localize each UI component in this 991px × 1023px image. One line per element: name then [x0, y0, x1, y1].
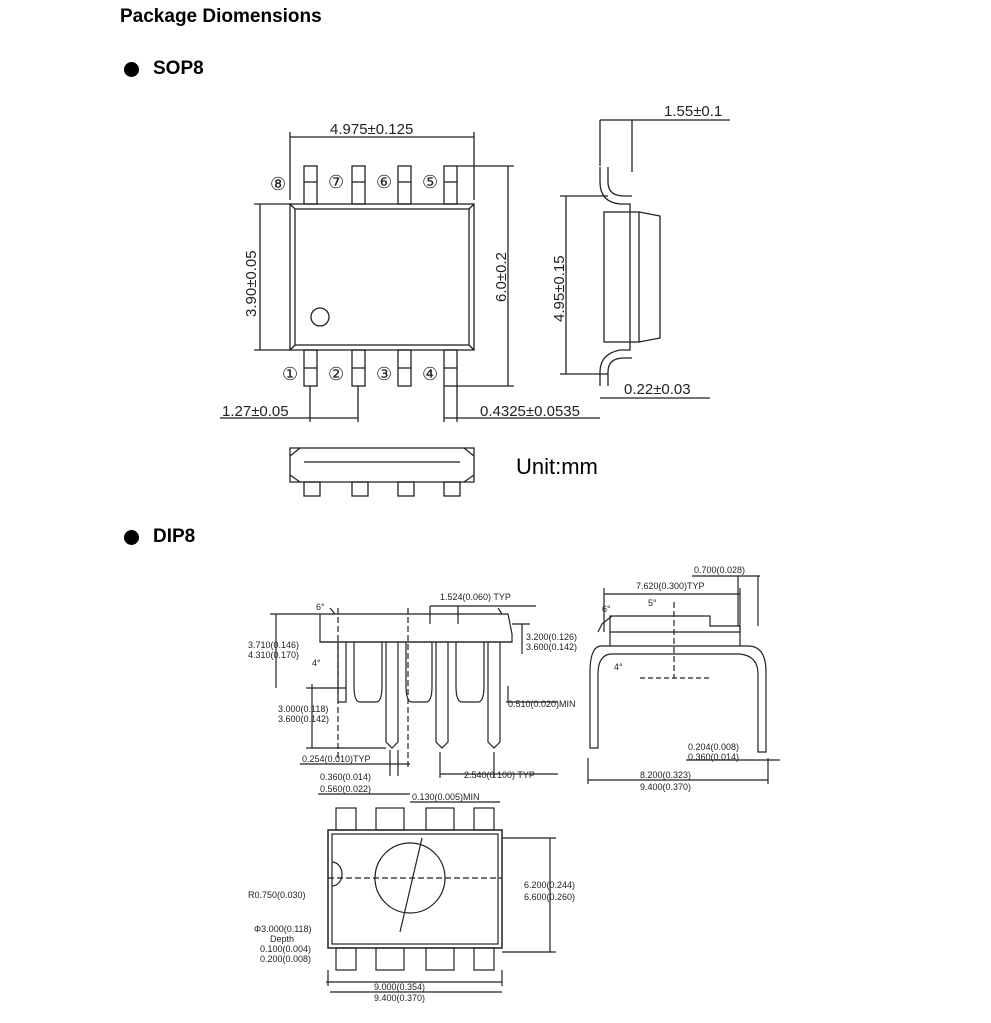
pin-5-label: ⑤	[422, 172, 438, 192]
dim-side-lead: 0.22±0.03	[624, 381, 691, 398]
pin-6-label: ⑥	[376, 172, 392, 192]
bullet-icon	[124, 529, 139, 545]
dim-min510: 0.510(0.020)MIN	[508, 699, 576, 709]
bullet-icon	[124, 61, 139, 77]
dim-typ254: 0.254(0.010)TYP	[302, 754, 371, 764]
sop8-heading-text: SOP8	[153, 58, 204, 79]
dim-w8200: 8.200(0.323)	[640, 770, 691, 780]
dim-h6200: 6.200(0.244)	[524, 880, 575, 890]
dim-right-top: 0.700(0.028)	[694, 565, 745, 575]
dim-pitch: 1.27±0.05	[222, 403, 289, 420]
dim-top-width: 4.975±0.125	[330, 121, 413, 138]
dim-side-top: 1.55±0.1	[664, 103, 722, 120]
pin-2-label: ②	[328, 364, 344, 384]
unit-label: Unit:mm	[516, 454, 598, 479]
dim-h2a: 3.200(0.126)	[526, 632, 577, 642]
dim-lead-a: 3.000(0.118)	[278, 704, 328, 714]
pin-4-label: ④	[422, 364, 438, 384]
dim-h1b: 4.310(0.170)	[248, 650, 299, 660]
dim-w560: 0.560(0.022)	[320, 784, 371, 794]
dim-h6600: 6.600(0.260)	[524, 892, 575, 902]
sop8-diagram: 4.975±0.125 3.90±0.05 6.0±0.2 1.55±0.1 4…	[220, 92, 740, 504]
dim-angle-r2: 5°	[648, 598, 657, 608]
dim-w360: 0.360(0.014)	[320, 772, 371, 782]
dim-typ7620: 7.620(0.300)TYP	[636, 581, 705, 591]
dim-lead-width: 0.4325±0.0535	[480, 403, 580, 420]
dim-typ-pitch-top: 1.524(0.060) TYP	[440, 592, 511, 602]
pin-3-label: ③	[376, 364, 392, 384]
dip8-diagram: 1.524(0.060) TYP 6° 3.710(0.146) 4.310(0…	[240, 562, 780, 1004]
dim-angle-r3: 4°	[614, 662, 623, 672]
dim-right-height: 6.0±0.2	[493, 252, 510, 302]
dim-side-height: 4.95±0.15	[551, 255, 568, 322]
dim-h2b: 3.600(0.142)	[526, 642, 577, 652]
dim-lead-b: 3.600(0.142)	[278, 714, 329, 724]
dim-d100: 0.100(0.004)	[260, 944, 311, 954]
pin-7-label: ⑦	[328, 172, 344, 192]
dim-depth: Depth	[270, 934, 294, 944]
dim-r360: 0.360(0.014)	[688, 752, 739, 762]
dim-b9400: 9.400(0.370)	[374, 993, 425, 1003]
dip8-heading: DIP8	[124, 526, 195, 548]
dim-b9000: 9.000(0.354)	[374, 982, 425, 992]
pin-8-label: ⑧	[270, 174, 286, 194]
dim-h1a: 3.710(0.146)	[248, 640, 299, 650]
dim-angle-left: 6°	[316, 602, 325, 612]
pin-1-label: ①	[282, 364, 298, 384]
sop8-heading: SOP8	[124, 58, 204, 80]
dim-phi: Φ3.000(0.118)	[254, 924, 312, 934]
dim-min130: 0.130(0.005)MIN	[412, 792, 480, 802]
dim-r750: R0.750(0.030)	[248, 890, 306, 900]
page-title: Package Diomensions	[120, 6, 322, 27]
dim-angle-small: 4°	[312, 658, 321, 668]
dim-r204: 0.204(0.008)	[688, 742, 739, 752]
dim-typ2540: 2.540(0.100) TYP	[464, 770, 535, 780]
dim-d200: 0.200(0.008)	[260, 954, 311, 964]
dim-angle-r1: 6°	[602, 604, 611, 614]
dim-left-height: 3.90±0.05	[243, 250, 260, 317]
dip8-heading-text: DIP8	[153, 526, 196, 547]
dim-w9400: 9.400(0.370)	[640, 782, 691, 792]
